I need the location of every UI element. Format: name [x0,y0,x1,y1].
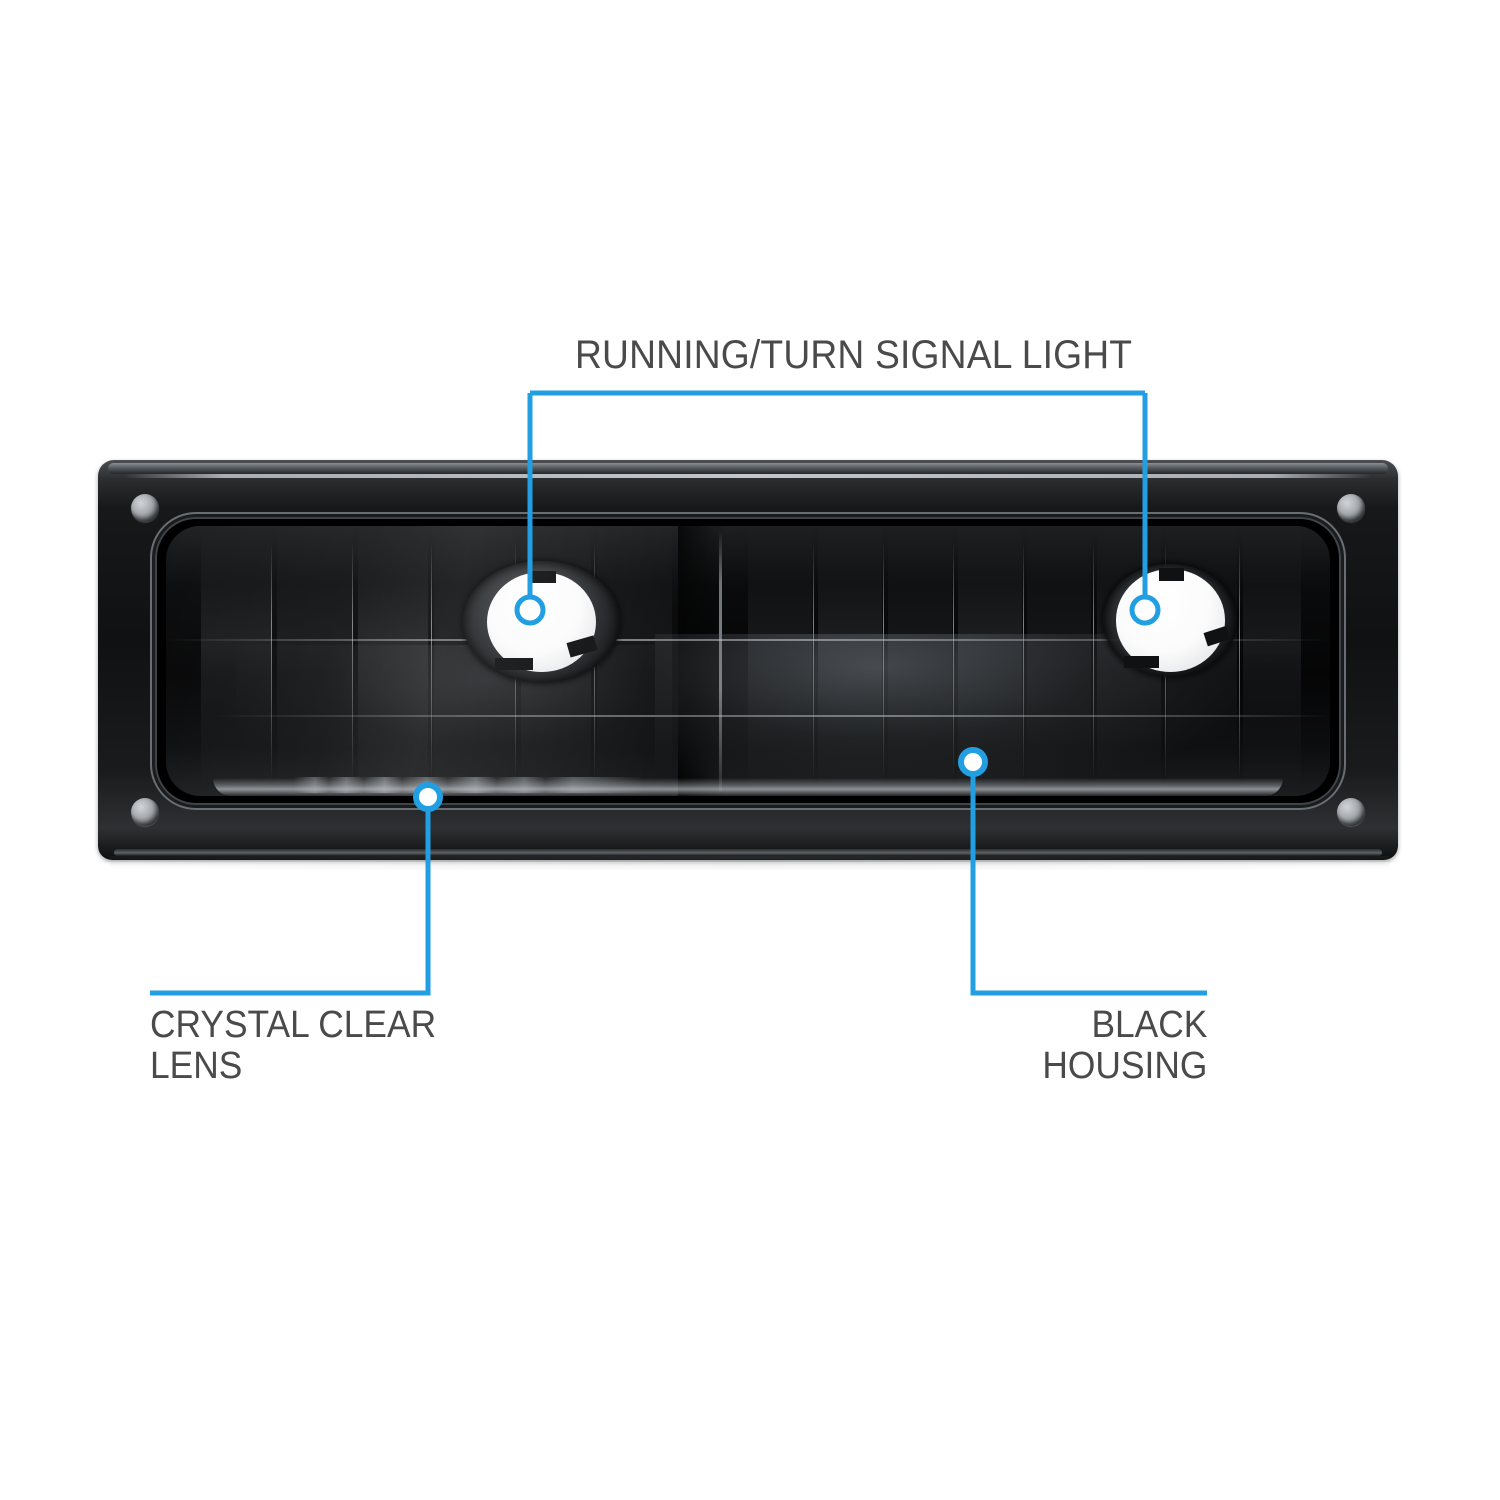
rib-edge [431,542,433,780]
reflector-rib [596,526,673,796]
reflector-interior [166,526,1330,796]
reflector-rib [817,526,882,796]
flange-top-highlight-secondary [124,474,1372,478]
reflector-rib [887,526,952,796]
right-socket-notch-top [1158,567,1185,581]
reflector-rib [276,526,353,796]
crystal-clear-lens-cavity [150,512,1346,810]
reflector-rib [1027,526,1092,796]
mounting-hole-top-right [1337,494,1365,522]
rib-edge [952,542,954,780]
dot-etching [294,777,644,793]
reflector-step-band [166,639,1330,642]
left-bulb-socket [487,571,596,672]
rib-edge [883,542,885,780]
rib-edge [1022,542,1024,780]
callout-label-running-turn-signal: RUNNING/TURN SIGNAL LIGHT [575,333,1133,377]
reflector-step-band-lower [166,715,1330,717]
callout-label-black-housing: BLACK HOUSING [1042,1004,1207,1088]
left-socket-notch-top [529,570,556,583]
rib-edge [270,542,272,780]
mounting-hole-bottom-left [131,798,159,826]
signal-lamp-assembly [98,460,1398,860]
chamber-divider [718,531,722,791]
callout-label-crystal-clear-lens: CRYSTAL CLEAR LENS [150,1004,437,1088]
reflector-rib [748,526,813,796]
right-socket-notch-bottom [1123,655,1159,668]
flange-top-highlight [108,463,1388,474]
reflector-rib [358,526,428,796]
chamber-divider-shadow [678,526,728,796]
rib-edge [1092,542,1094,780]
left-socket-notch-bottom [495,658,533,671]
rib-edge [1239,542,1241,780]
lamp-housing-flange [98,460,1398,860]
flange-bottom-highlight [114,849,1382,856]
mounting-hole-bottom-right [1337,798,1365,826]
rib-edge [352,542,354,780]
reflector-rib [200,526,271,796]
reflector-rib [1242,526,1301,796]
rib-edge [813,542,815,780]
mounting-hole-top-left [131,494,159,522]
